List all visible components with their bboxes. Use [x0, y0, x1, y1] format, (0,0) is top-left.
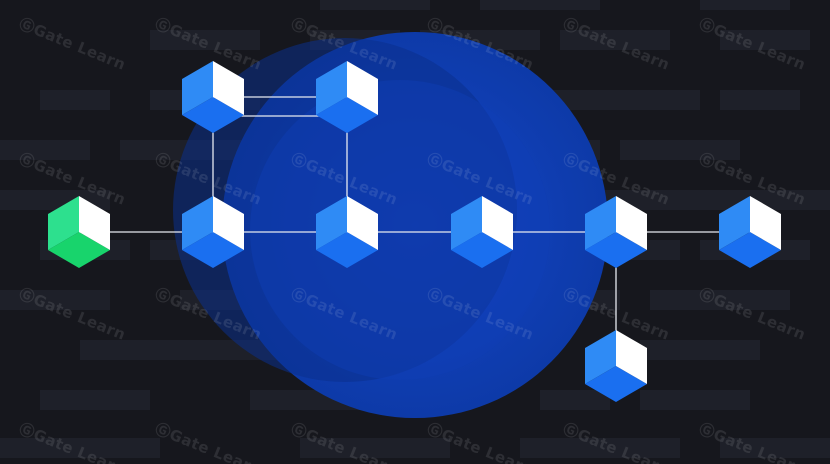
- cube-face-bottom: [347, 232, 378, 268]
- cube-face-bottom: [750, 232, 781, 268]
- background-stripe: [540, 390, 610, 410]
- background-stripe: [690, 190, 830, 210]
- cube-face-left: [585, 366, 616, 402]
- background-stripe: [480, 0, 600, 10]
- background-stripe: [0, 438, 160, 458]
- glow-orb: [173, 32, 608, 418]
- background-stripe: [40, 90, 110, 110]
- cube-face-left: [48, 232, 79, 268]
- cube-face-right: [79, 196, 110, 250]
- background-stripe: [650, 290, 790, 310]
- cube-face-left: [719, 232, 750, 268]
- background-stripe: [550, 90, 700, 110]
- block-cube: [719, 196, 781, 268]
- cube-face-left: [451, 232, 482, 268]
- cube-face-bottom: [213, 97, 244, 133]
- background-stripe: [0, 140, 90, 160]
- cube-face-right: [750, 196, 781, 250]
- background-stripe: [320, 0, 430, 10]
- background-stripe: [520, 438, 680, 458]
- block-cube: [182, 61, 244, 133]
- cube-face-bottom: [482, 232, 513, 268]
- block-cube: [585, 196, 647, 268]
- block-cube: [182, 196, 244, 268]
- background-stripe: [640, 390, 750, 410]
- orb-inner: [250, 80, 550, 380]
- background-stripe: [700, 0, 790, 10]
- cube-face-right: [616, 196, 647, 250]
- background-stripe: [560, 30, 670, 50]
- cube-face-right: [347, 61, 378, 115]
- background-stripe: [0, 290, 110, 310]
- genesis-block-cube: [48, 196, 110, 268]
- block-cube: [316, 61, 378, 133]
- cube-face-left: [316, 97, 347, 133]
- cube-face-left: [316, 232, 347, 268]
- cube-face-right: [482, 196, 513, 250]
- background-stripe: [640, 340, 760, 360]
- cube-face-right: [213, 196, 244, 250]
- cube-face-bottom: [616, 232, 647, 268]
- cube-face-bottom: [213, 232, 244, 268]
- background-stripe: [300, 438, 450, 458]
- cube-face-left: [182, 232, 213, 268]
- background-stripe: [150, 30, 260, 50]
- cube-face-right: [213, 61, 244, 115]
- background-stripe: [720, 30, 810, 50]
- background-stripe: [720, 90, 800, 110]
- cube-face-bottom: [616, 366, 647, 402]
- chain-blocks: [48, 61, 781, 402]
- background-stripe: [40, 390, 150, 410]
- cube-face-right: [347, 196, 378, 250]
- background-stripe: [620, 140, 740, 160]
- background-stripe: [720, 438, 830, 458]
- cube-face-bottom: [79, 232, 110, 268]
- block-cube: [316, 196, 378, 268]
- cube-face-right: [616, 330, 647, 384]
- cube-face-bottom: [347, 97, 378, 133]
- block-cube: [585, 330, 647, 402]
- cube-face-left: [182, 97, 213, 133]
- block-cube: [451, 196, 513, 268]
- cube-face-left: [585, 232, 616, 268]
